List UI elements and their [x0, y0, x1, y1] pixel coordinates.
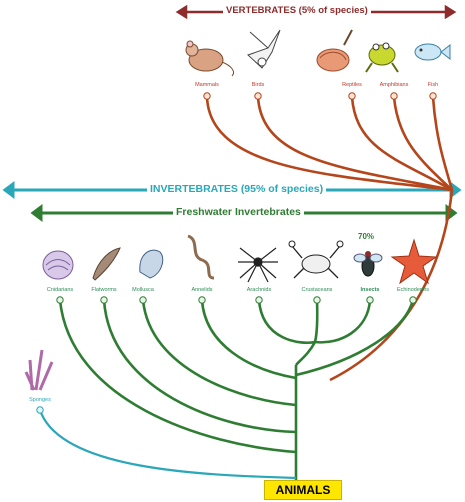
- label-amphibians: Amphibians: [379, 82, 409, 88]
- label-flatworms: Flatworms: [91, 287, 117, 293]
- vertebrate-nodes: [203, 92, 437, 100]
- mollusc-illustration: [139, 249, 164, 279]
- cnidarian-illustration: [42, 250, 74, 280]
- bird-illustration: [247, 29, 281, 69]
- label-annelids: Annelids: [191, 287, 213, 293]
- label-birds: Birds: [251, 82, 265, 88]
- echinoderm-illustration: [390, 238, 438, 285]
- crustacean-illustration: [288, 240, 344, 279]
- label-arachnids: Arachnids: [246, 287, 272, 293]
- label-crustaceans: Crustaceans: [301, 287, 333, 293]
- label-sponges: Sponges: [29, 397, 51, 403]
- label-insects: Insects: [360, 287, 380, 293]
- arachnid-illustration: [238, 247, 278, 283]
- vertebrate-branches: [205, 96, 454, 382]
- insect-illustration: [353, 251, 383, 277]
- amphibian-illustration: [365, 42, 399, 73]
- invertebrate-nodes: [36, 296, 417, 414]
- label-reptiles: Reptiles: [342, 82, 362, 88]
- invertebrate-branches: [58, 299, 415, 480]
- freshwater-banner-label: Freshwater Invertebrates: [173, 206, 304, 218]
- label-mammals: Mammals: [195, 82, 219, 88]
- root-animals-box: ANIMALS: [264, 480, 342, 500]
- vertebrates-banner-label: VERTEBRATES (5% of species): [223, 5, 371, 16]
- sponge-branch: [38, 409, 297, 480]
- flatworm-illustration: [92, 247, 121, 281]
- invertebrates-banner-label: INVERTEBRATES (95% of species): [147, 183, 327, 195]
- mammal-illustration: [185, 40, 235, 77]
- label-cnidarians: Cnidarians: [46, 287, 74, 293]
- annelid-illustration: [187, 234, 215, 280]
- insect-percentage: 70%: [358, 232, 375, 241]
- sponge-illustration: [24, 349, 54, 391]
- reptile-illustration: [316, 29, 353, 72]
- label-fish: Fish: [427, 82, 439, 88]
- fish-illustration: [414, 43, 451, 61]
- label-echinoderms: Echinoderms: [396, 287, 430, 293]
- label-mollusca: Mollusca: [132, 287, 154, 293]
